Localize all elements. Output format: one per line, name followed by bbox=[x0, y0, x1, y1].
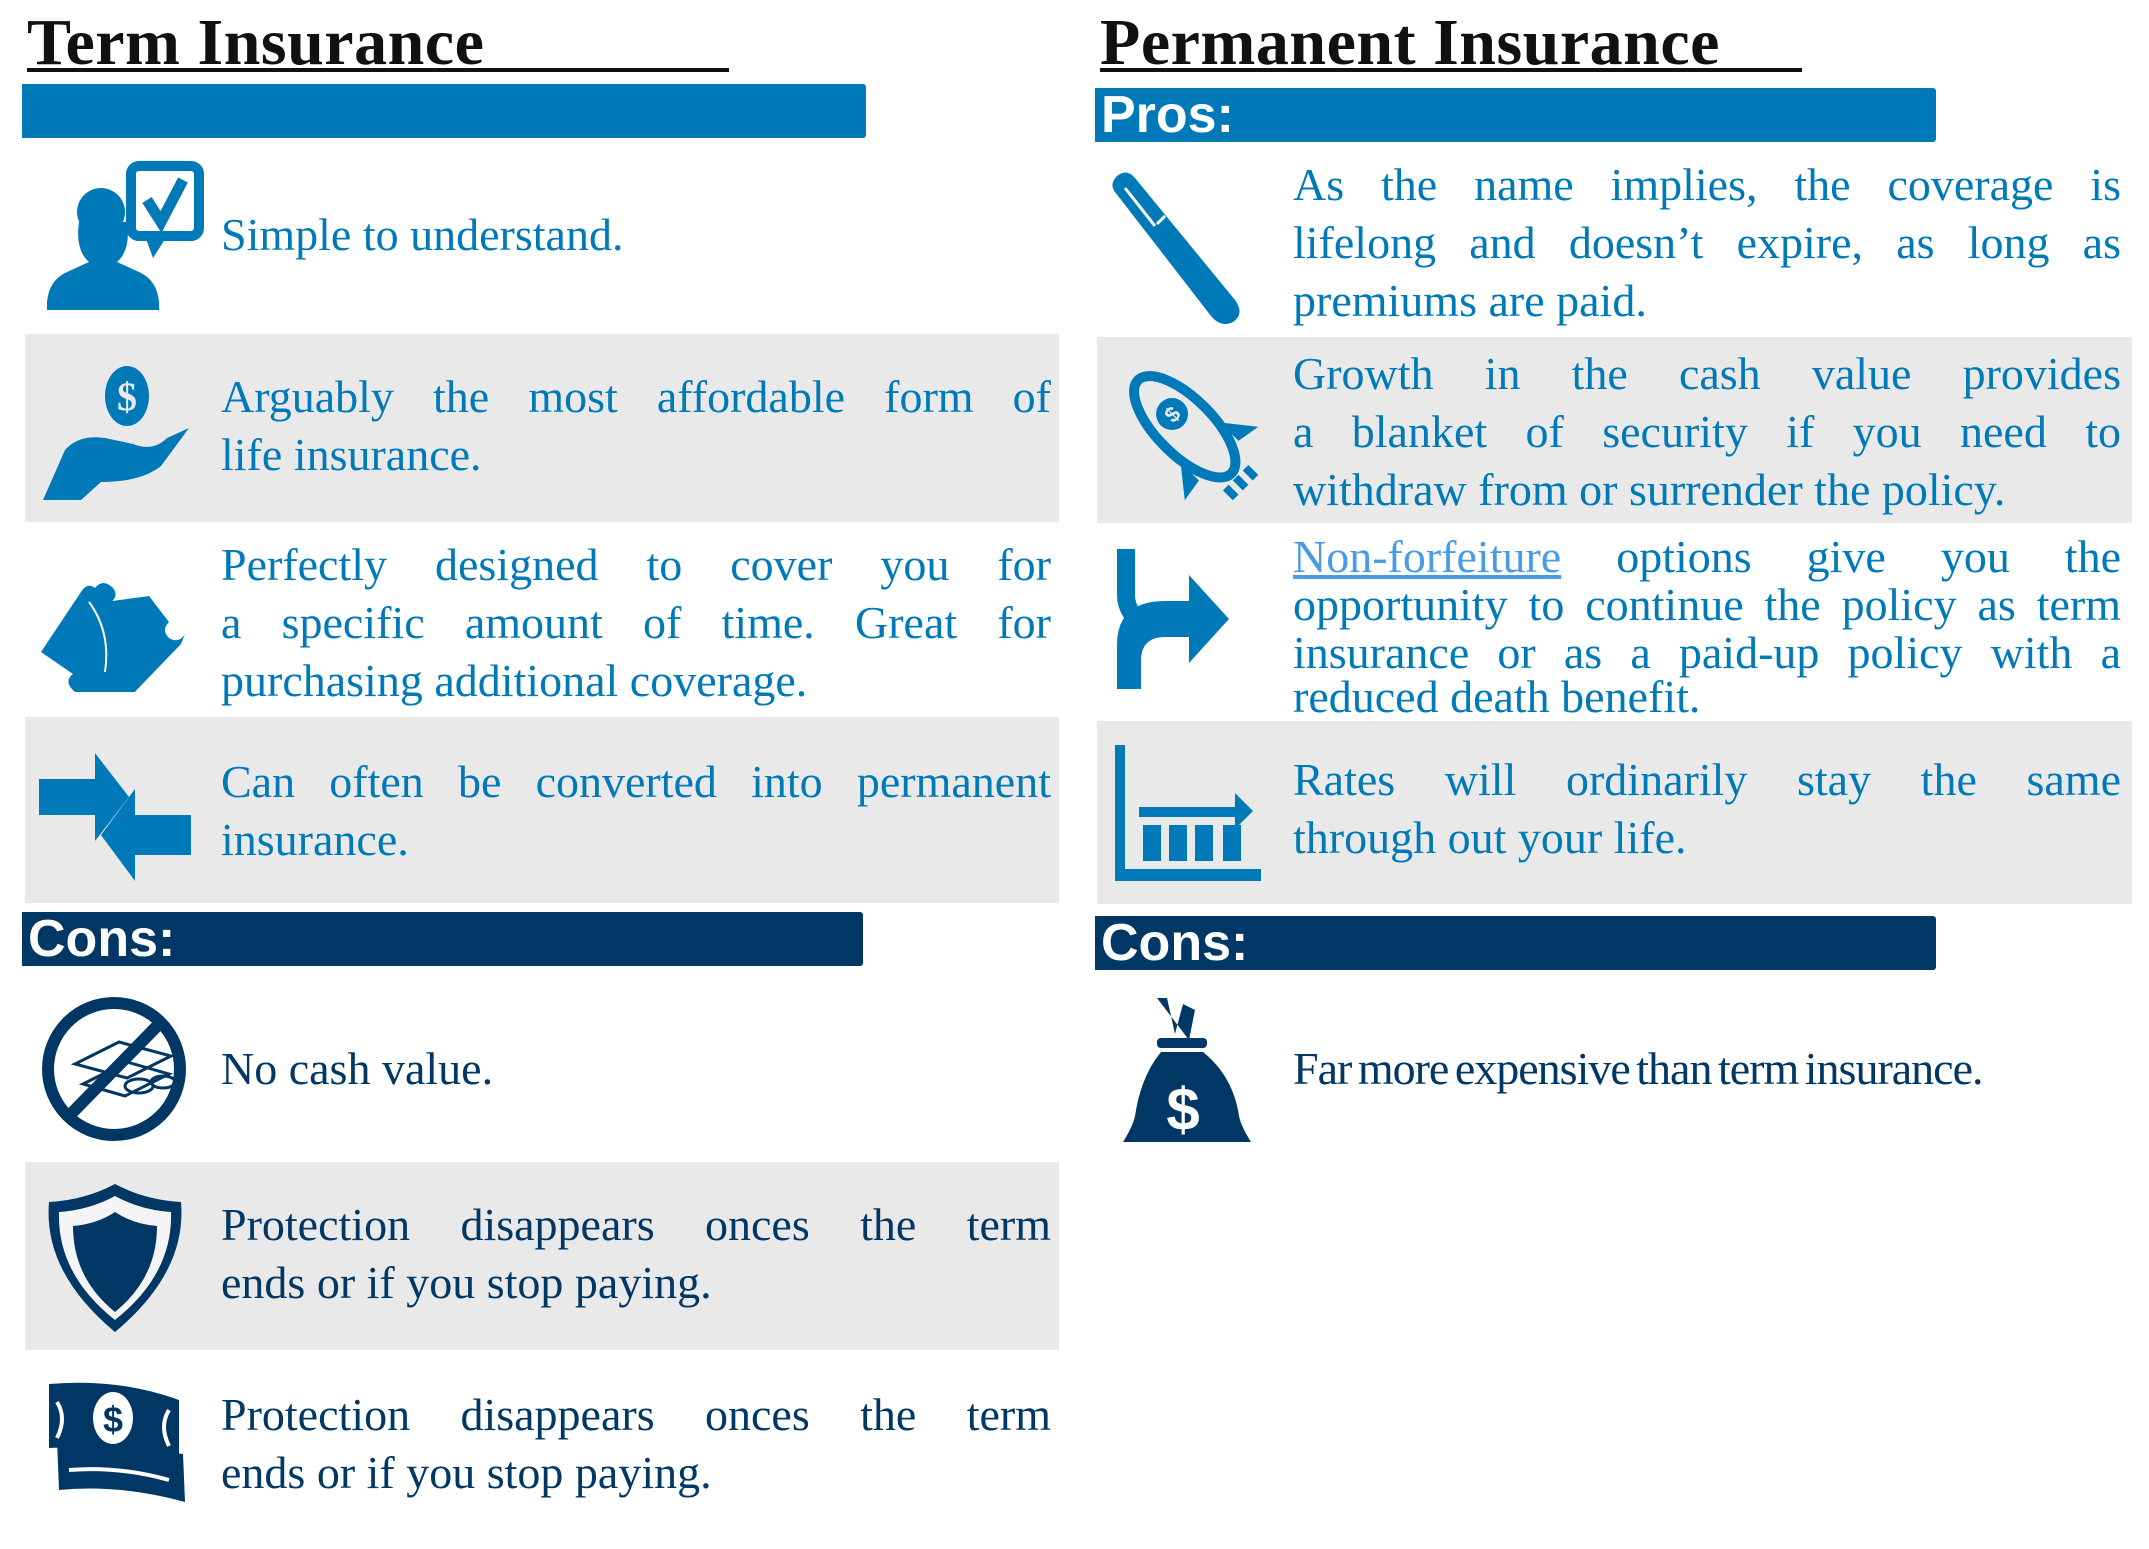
term-con-text: Protection disappears onces the term end… bbox=[221, 1199, 1051, 1308]
term-con-item: $ Protection disappears onces the term e… bbox=[25, 1356, 1059, 1536]
svg-text:$: $ bbox=[103, 1399, 123, 1440]
permanent-insurance-title: Permanent Insurance bbox=[1100, 6, 1720, 79]
permanent-pro-text: Growth in the cash value provides a blan… bbox=[1293, 348, 2121, 515]
permanent-title-underline bbox=[1100, 68, 1802, 72]
shield-icon bbox=[48, 1184, 182, 1332]
person-checkmark-speech-icon bbox=[47, 161, 204, 310]
term-pro-item: $ Arguably the most affordable form of l… bbox=[25, 334, 1059, 522]
permanent-pro-text: Rates will ordinarily stay the same thro… bbox=[1293, 754, 2121, 863]
convert-arrows-icon bbox=[39, 753, 191, 881]
term-insurance-title: Term Insurance bbox=[27, 6, 485, 79]
permanent-pro-item: As the name implies, the coverage is lif… bbox=[1097, 148, 2132, 330]
term-pro-text: Perfectly designed to cover you for a sp… bbox=[221, 539, 1051, 706]
puzzle-pieces-icon bbox=[41, 583, 185, 692]
hand-holding-dollar-icon: $ bbox=[43, 366, 189, 500]
term-pro-item: Perfectly designed to cover you for a sp… bbox=[25, 526, 1059, 712]
term-con-item: Protection disappears onces the term end… bbox=[25, 1162, 1059, 1350]
rocket-dollar-icon: $ bbox=[1129, 371, 1259, 501]
term-pro-text: Simple to understand. bbox=[221, 209, 624, 260]
bar-chart-arrow-icon bbox=[1115, 745, 1261, 881]
money-stack-icon: $ bbox=[49, 1382, 185, 1502]
money-bag-icon: $ bbox=[1123, 998, 1251, 1143]
permanent-pros-label: Pros: bbox=[1101, 86, 1234, 144]
term-pro-text: Arguably the most affordable form of lif… bbox=[221, 371, 1051, 480]
permanent-cons-label: Cons: bbox=[1101, 914, 1249, 972]
permanent-pro-text: As the name implies, the coverage is lif… bbox=[1293, 159, 2121, 326]
permanent-pro-item: $ Growth in the cash value provides a bl… bbox=[1097, 337, 2132, 523]
term-pro-text: Can often be converted into permanent in… bbox=[221, 756, 1051, 865]
term-con-text: Protection disappears onces the term end… bbox=[221, 1389, 1051, 1498]
permanent-pro-text: Non-forfeiture options give you the oppo… bbox=[1293, 531, 2121, 722]
term-title-underline bbox=[27, 68, 729, 72]
term-pro-item: Can often be converted into permanent in… bbox=[25, 717, 1059, 903]
svg-text:$: $ bbox=[117, 374, 137, 419]
permanent-pro-item: Rates will ordinarily stay the same thro… bbox=[1097, 721, 2132, 904]
term-cons-label: Cons: bbox=[28, 910, 176, 968]
permanent-pros-header-bar: Pros: bbox=[1095, 88, 1936, 142]
term-pros-header-bar bbox=[22, 84, 866, 138]
term-pro-item: Simple to understand. bbox=[25, 142, 1059, 330]
svg-text:$: $ bbox=[1166, 1076, 1199, 1143]
permanent-pro-item: Non-forfeiture options give you the oppo… bbox=[1097, 527, 2132, 722]
merge-arrow-icon bbox=[1117, 549, 1229, 689]
term-con-text: No cash value. bbox=[221, 1043, 494, 1094]
term-con-item: No cash value. bbox=[25, 972, 1059, 1158]
permanent-cons-header-bar: Cons: bbox=[1095, 916, 1936, 970]
term-cons-header-bar: Cons: bbox=[22, 912, 863, 966]
permanent-con-item: $ Far more expensive than term insurance… bbox=[1097, 980, 2132, 1152]
no-cash-icon bbox=[42, 997, 186, 1141]
non-forfeiture-link[interactable]: Non-forfeiture bbox=[1293, 531, 1562, 582]
permanent-con-text: Far more expensive than term insurance. bbox=[1293, 1043, 1984, 1094]
pen-icon bbox=[1112, 172, 1240, 324]
